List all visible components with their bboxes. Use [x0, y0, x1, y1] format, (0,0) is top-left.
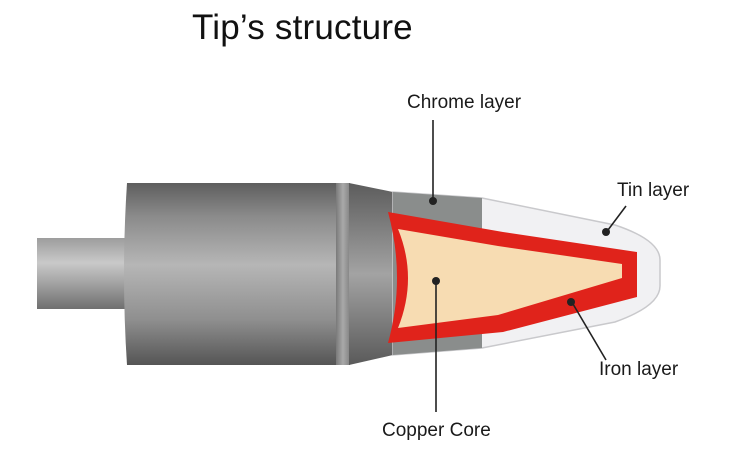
leader-chrome	[429, 120, 437, 205]
tip-barrel	[124, 183, 340, 365]
leader-iron	[567, 298, 607, 361]
tip-taper	[349, 183, 393, 365]
label-copper-core: Copper Core	[382, 420, 491, 441]
label-chrome-layer: Chrome layer	[407, 92, 522, 113]
leader-tin	[602, 205, 627, 236]
leader-copper	[432, 277, 440, 412]
tip-collar	[336, 183, 350, 365]
copper-core	[398, 229, 622, 328]
label-iron-layer: Iron layer	[599, 359, 679, 380]
label-tin-layer: Tin layer	[617, 180, 690, 201]
tip-shaft	[37, 238, 129, 309]
diagram-title: Tip’s structure	[192, 8, 413, 47]
